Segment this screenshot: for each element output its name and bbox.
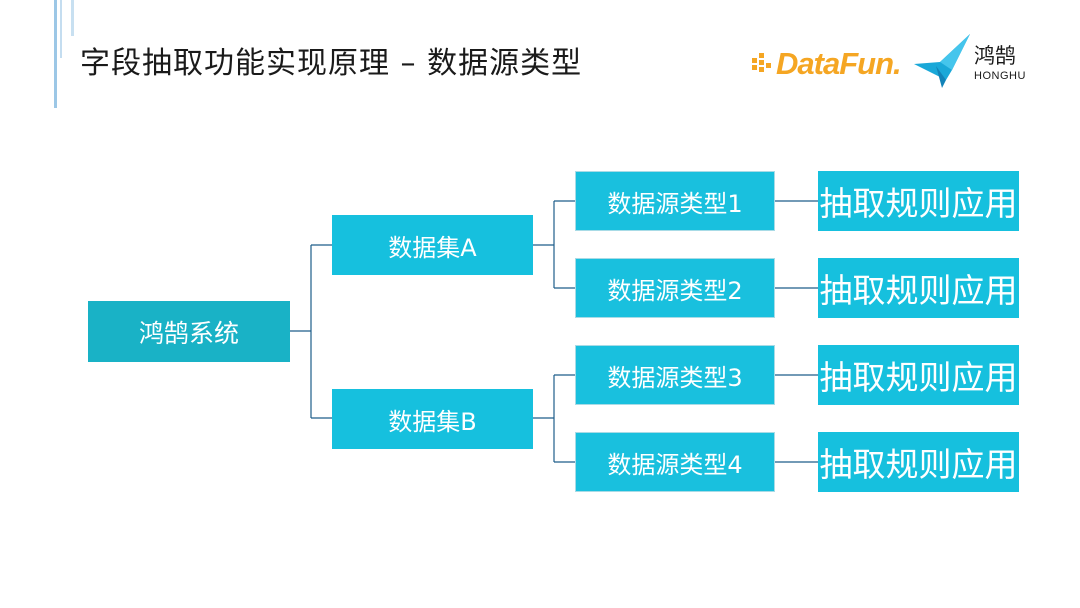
source-type-label: 数据源类型3 xyxy=(607,363,743,392)
datafun-logo: DataFun. xyxy=(752,44,902,84)
rule-label: 抽取规则应用 xyxy=(819,271,1018,310)
dataset-node-label: 数据集A xyxy=(388,233,477,262)
rule-node-4: 抽取规则应用 xyxy=(818,432,1019,492)
dataset-node-b: 数据集B xyxy=(332,389,533,449)
honghu-logo-en: HONGHU xyxy=(974,70,1026,82)
rule-node-2: 抽取规则应用 xyxy=(818,258,1019,318)
source-type-node-3: 数据源类型3 xyxy=(575,345,775,405)
datafun-dots-icon xyxy=(752,53,771,72)
rule-label: 抽取规则应用 xyxy=(819,358,1018,397)
rule-node-3: 抽取规则应用 xyxy=(818,345,1019,405)
slide-title: 字段抽取功能实现原理 – 数据源类型 xyxy=(80,46,583,81)
decor-bar-3 xyxy=(71,0,74,36)
datafun-logo-text: DataFun. xyxy=(776,46,902,81)
rule-label: 抽取规则应用 xyxy=(819,184,1018,223)
source-type-node-2: 数据源类型2 xyxy=(575,258,775,318)
source-type-label: 数据源类型4 xyxy=(607,450,743,479)
honghu-logo: 鸿鹄 HONGHU xyxy=(912,32,1032,92)
bird-icon xyxy=(914,34,970,88)
source-type-node-4: 数据源类型4 xyxy=(575,432,775,492)
rule-label: 抽取规则应用 xyxy=(819,445,1018,484)
dataset-node-label: 数据集B xyxy=(388,407,477,436)
honghu-logo-cn: 鸿鹄 xyxy=(974,44,1016,68)
root-node: 鸿鹄系统 xyxy=(88,301,290,362)
root-node-label: 鸿鹄系统 xyxy=(138,318,239,348)
decor-bar-1 xyxy=(54,0,57,108)
source-type-label: 数据源类型1 xyxy=(607,189,743,218)
source-type-node-1: 数据源类型1 xyxy=(575,171,775,231)
decor-bar-2 xyxy=(60,0,62,58)
source-type-label: 数据源类型2 xyxy=(607,276,743,305)
dataset-node-a: 数据集A xyxy=(332,215,533,275)
rule-node-1: 抽取规则应用 xyxy=(818,171,1019,231)
